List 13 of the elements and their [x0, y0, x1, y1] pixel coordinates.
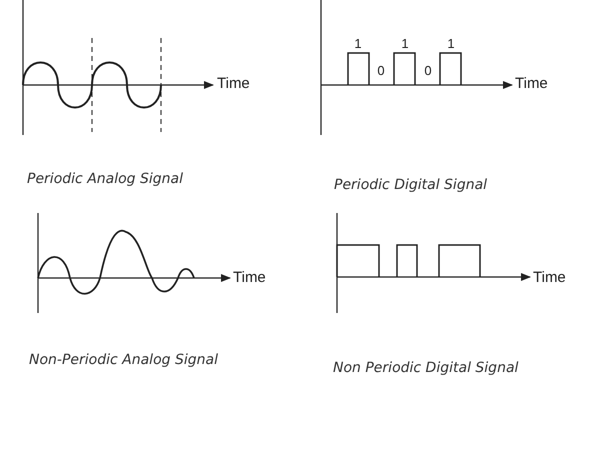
- bit-value: 0: [424, 64, 432, 77]
- axis-label: Time: [233, 270, 266, 285]
- bit-value: 1: [401, 37, 409, 50]
- caption: Non-Periodic Analog Signal: [29, 353, 218, 367]
- axis-label: Time: [217, 76, 250, 91]
- bit-value: 1: [354, 37, 362, 50]
- caption: Non Periodic Digital Signal: [333, 361, 518, 375]
- axis-label: Time: [533, 270, 566, 285]
- bit-value: 0: [377, 64, 385, 77]
- bit-value: 1: [447, 37, 455, 50]
- caption: Periodic Digital Signal: [334, 178, 488, 192]
- axis-label: Time: [515, 76, 548, 91]
- caption: Periodic Analog Signal: [27, 172, 184, 186]
